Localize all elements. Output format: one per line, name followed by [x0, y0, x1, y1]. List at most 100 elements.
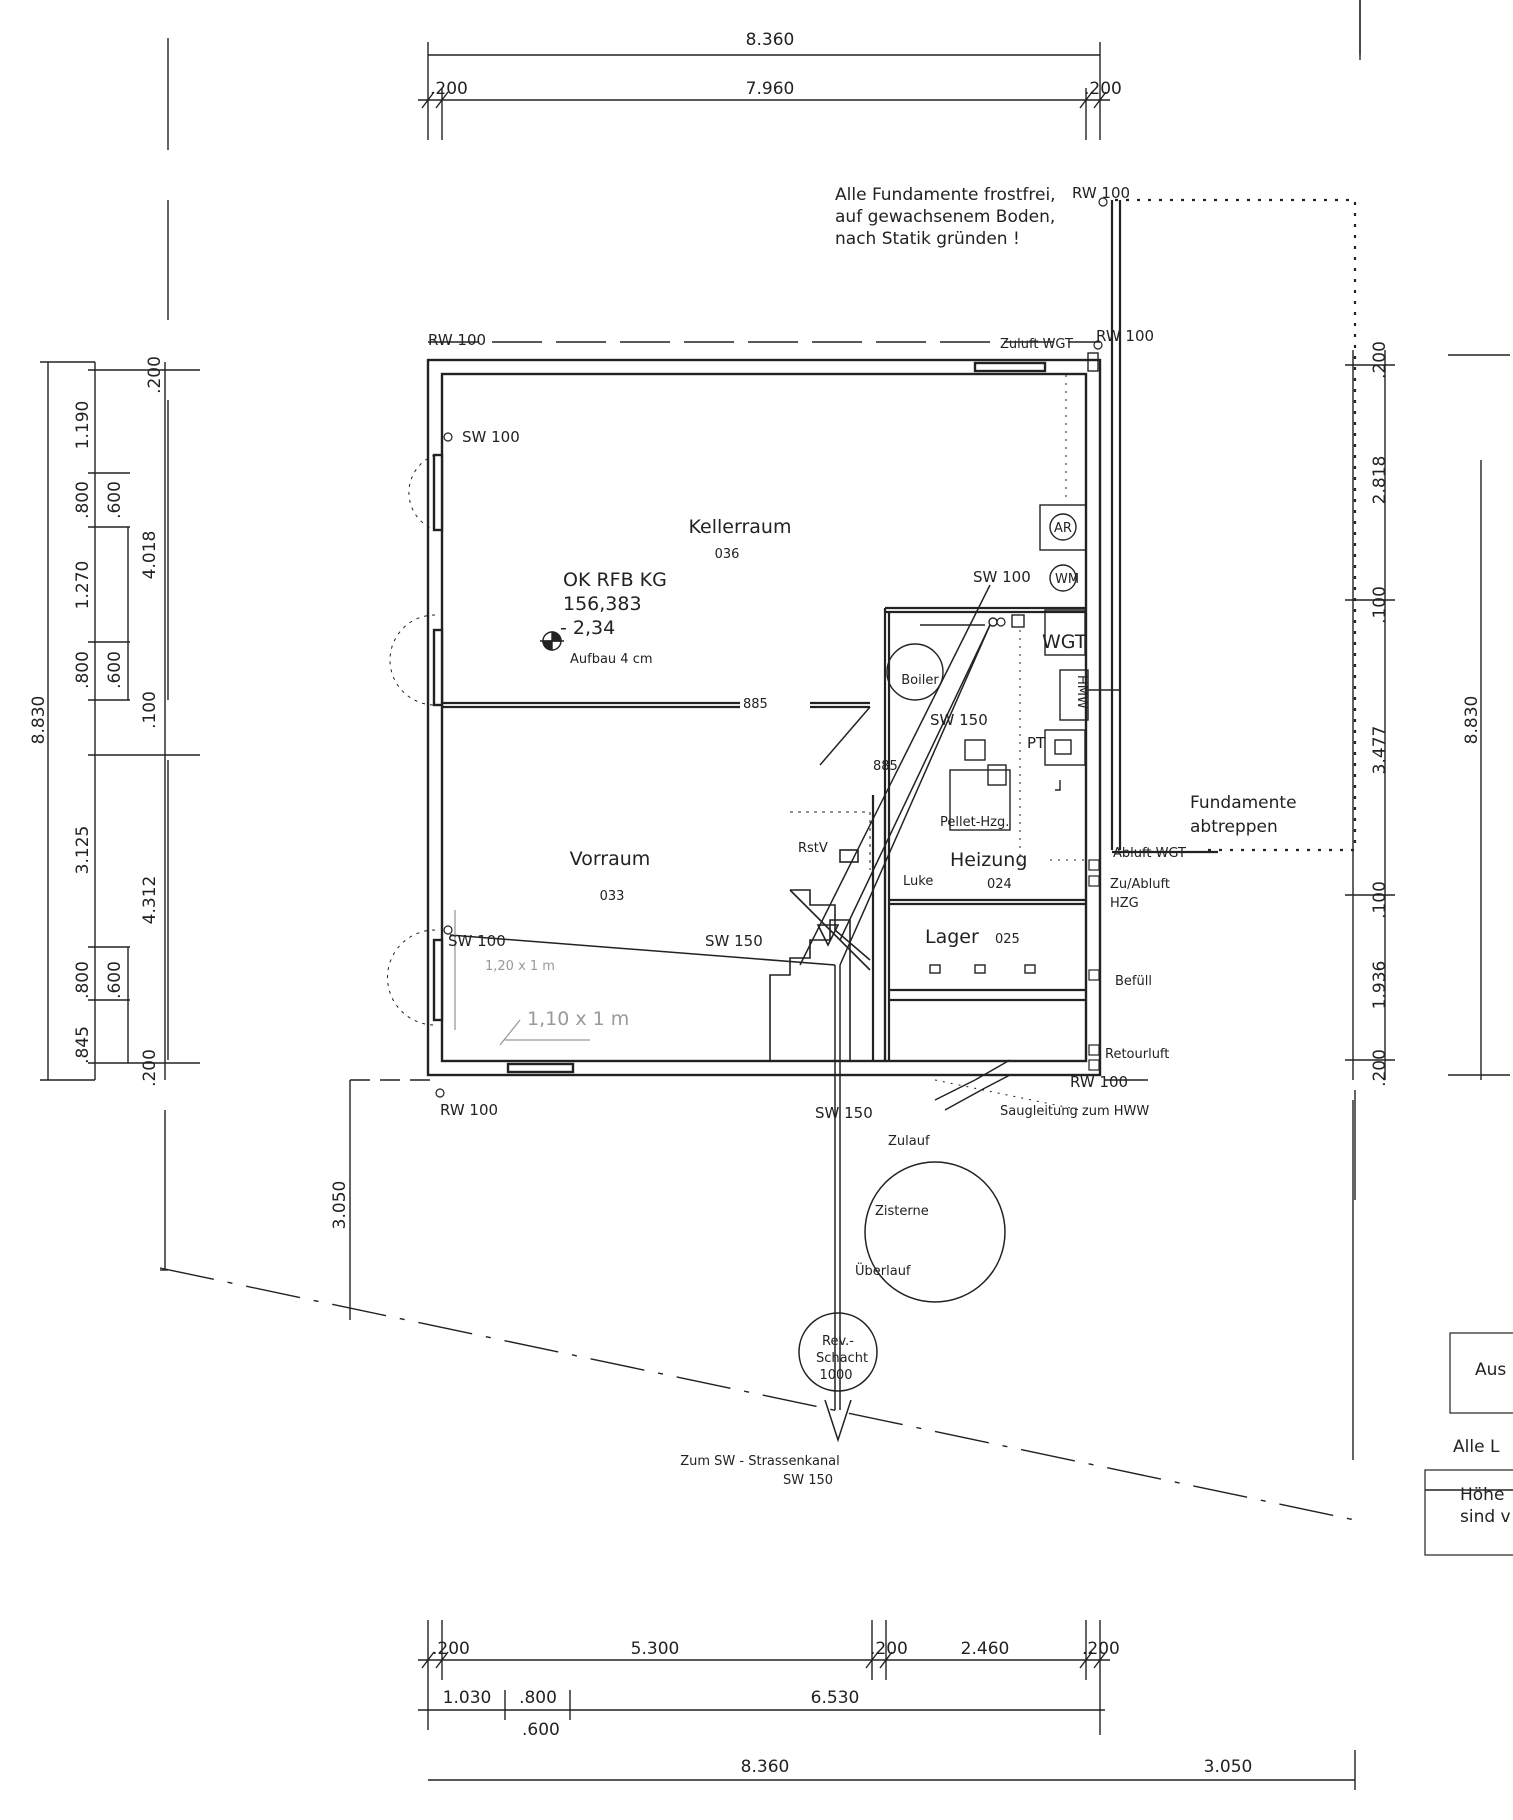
dotted-extension	[1115, 198, 1357, 852]
label-boiler: Boiler	[901, 673, 939, 688]
svg-text:.600: .600	[105, 961, 125, 999]
label-zulauf: Zulauf	[888, 1134, 930, 1149]
revision-shaft-circle	[798, 1312, 878, 1392]
label-rw100-br: RW 100	[1070, 1073, 1128, 1091]
note-abtreppen-1: Fundamente	[1190, 793, 1297, 813]
label-retourluft: Retourluft	[1105, 1047, 1169, 1062]
label-rw100-bl: RW 100	[440, 1101, 498, 1119]
top-dimension-lines	[167, 0, 1361, 150]
room-heizung-number: 024	[987, 877, 1012, 892]
label-rw100-tl: RW 100	[428, 331, 486, 349]
level-marker	[540, 631, 564, 651]
right-dimension-labels: .200 2.818 .100 3.477 .100 1.936 .200 8.…	[1370, 341, 1482, 1087]
level-value: 156,383	[563, 593, 642, 615]
label-wm: WM	[1055, 572, 1079, 587]
dim-bot-1e: .200	[1082, 1639, 1120, 1659]
left-dimension-lines	[40, 200, 200, 1271]
label-befuell: Befüll	[1115, 974, 1152, 989]
side-box-1: Aus	[1475, 1360, 1506, 1380]
label-zisterne: Zisterne	[875, 1204, 929, 1219]
bottom-dimension-lines	[418, 1620, 1356, 1790]
svg-text:.200: .200	[1370, 1049, 1390, 1087]
svg-text:.100: .100	[140, 691, 160, 729]
svg-text:.600: .600	[105, 651, 125, 689]
dim-top-right: .200	[1084, 79, 1122, 99]
label-sw150-a: SW 150	[930, 711, 988, 729]
label-saugleitung: Saugleitung zum HWW	[1000, 1104, 1149, 1119]
svg-text:3.477: 3.477	[1370, 726, 1390, 775]
side-line-1: Alle L	[1453, 1437, 1500, 1457]
label-zuabluft: Zu/Abluft	[1110, 877, 1170, 892]
handwritten-1: 1,20 x 1 m	[485, 959, 555, 974]
dim-top-left: .200	[430, 79, 468, 99]
room-lager-number: 025	[995, 932, 1020, 947]
right-dimension-lines	[1345, 0, 1510, 1460]
label-sw150-c: SW 150	[815, 1104, 873, 1122]
svg-text:.845: .845	[73, 1026, 93, 1064]
svg-text:.200: .200	[140, 1049, 160, 1087]
svg-text:8.830: 8.830	[29, 696, 49, 745]
label-wgt: WGT	[1042, 631, 1087, 653]
label-zuluft: Zuluft WGT	[1000, 337, 1073, 352]
sewer-lines	[449, 584, 1011, 1443]
room-kellerraum-number: 036	[715, 547, 740, 562]
room-vorraum-number: 033	[600, 889, 625, 904]
label-rev-2: Schacht	[816, 1351, 868, 1366]
note-foundation-3: nach Statik gründen !	[835, 229, 1020, 249]
label-rev-3: 1000	[819, 1368, 852, 1383]
note-abtreppen-2: abtreppen	[1190, 817, 1278, 837]
cistern-circle	[864, 1161, 1006, 1303]
dim-bot-1c: .200	[870, 1639, 908, 1659]
dim-bot-2d: .600	[522, 1720, 560, 1740]
label-hmw: HMW	[1074, 675, 1089, 709]
svg-text:.800: .800	[73, 961, 93, 999]
side-box-2b: sind v	[1460, 1507, 1511, 1527]
dim-bot-2c: 6.530	[811, 1688, 860, 1708]
label-sw100-b: SW 100	[973, 568, 1031, 586]
label-kanal-1: Zum SW - Strassenkanal	[680, 1454, 840, 1469]
svg-text:.200: .200	[1370, 341, 1390, 379]
pencil-annotations	[454, 910, 590, 1046]
label-sw150-b: SW 150	[705, 932, 763, 950]
svg-text:.800: .800	[73, 651, 93, 689]
label-rev-1: Rev.-	[822, 1334, 854, 1349]
label-885-a: 885	[743, 697, 768, 712]
label-abluft: Abluft WGT	[1113, 846, 1186, 861]
label-hzg: HZG	[1110, 896, 1139, 911]
room-heizung: Heizung	[950, 849, 1027, 871]
note-foundation-2: auf gewachsenem Boden,	[835, 207, 1055, 227]
dim-bot-3b: 3.050	[1204, 1757, 1253, 1777]
svg-text:3.125: 3.125	[73, 826, 93, 875]
svg-text:.800: .800	[73, 481, 93, 519]
left-dimension-labels: 8.830 .200 1.190 .800 .600 1.270 .800 .6…	[29, 356, 350, 1229]
svg-text:4.312: 4.312	[140, 876, 160, 925]
label-luke: Luke	[903, 874, 933, 889]
svg-text:1.270: 1.270	[73, 561, 93, 610]
dim-top-total: 8.360	[746, 30, 795, 50]
svg-text:2.818: 2.818	[1370, 456, 1390, 505]
label-rw100-top: RW 100	[1072, 184, 1130, 202]
svg-text:1.190: 1.190	[73, 401, 93, 450]
dim-bot-2a: 1.030	[443, 1688, 492, 1708]
label-rstv: RstV	[798, 841, 828, 856]
svg-text:.200: .200	[145, 356, 165, 394]
dim-bot-2b: .800	[519, 1688, 557, 1708]
level-label: OK RFB KG	[563, 569, 667, 591]
note-foundation-1: Alle Fundamente frostfrei,	[835, 185, 1056, 205]
room-lager: Lager	[925, 926, 979, 948]
label-pellet: Pellet-Hzg.	[940, 815, 1009, 830]
side-box-2a: Höhe	[1460, 1485, 1504, 1505]
label-sw100-c: SW 100	[448, 932, 506, 950]
svg-text:3.050: 3.050	[330, 1181, 350, 1230]
dim-bot-1a: .200	[432, 1639, 470, 1659]
label-ueberlauf: Überlauf	[855, 1262, 911, 1279]
handwritten-2: 1,10 x 1 m	[527, 1008, 629, 1030]
label-pt: PT	[1027, 734, 1046, 752]
dim-bot-1b: 5.300	[631, 1639, 680, 1659]
dim-bot-1d: 2.460	[961, 1639, 1010, 1659]
label-sw100-a: SW 100	[462, 428, 520, 446]
interior-walls	[442, 606, 1086, 1061]
label-kanal-2: SW 150	[783, 1473, 833, 1488]
svg-text:1.936: 1.936	[1370, 961, 1390, 1010]
